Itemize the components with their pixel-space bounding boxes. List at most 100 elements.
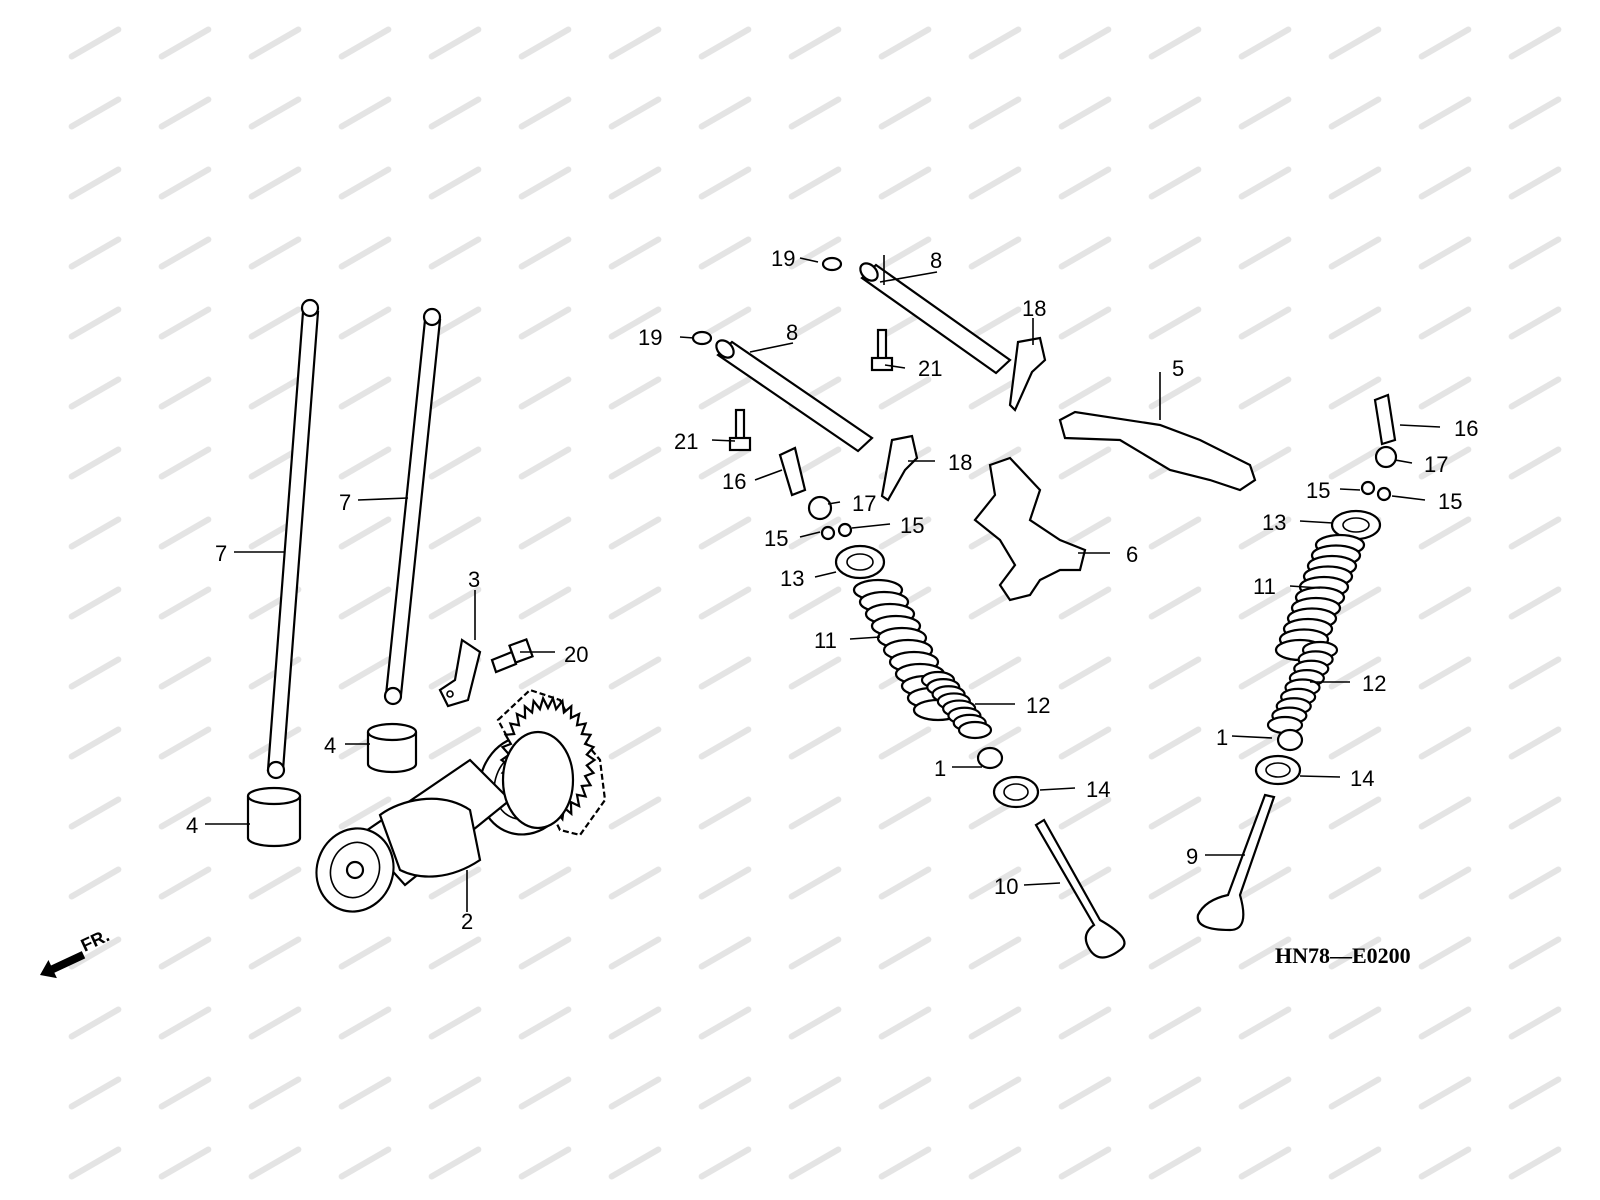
watermark-mark — [788, 26, 842, 60]
watermark-mark — [698, 96, 752, 130]
watermark-mark — [1418, 446, 1472, 480]
watermark-mark — [428, 726, 482, 760]
watermark-mark — [158, 376, 212, 410]
watermark-mark — [698, 866, 752, 900]
watermark-mark — [1328, 166, 1382, 200]
watermark-mark — [158, 446, 212, 480]
watermark-mark — [1238, 656, 1292, 690]
watermark-mark — [608, 26, 662, 60]
watermark-mark — [1148, 796, 1202, 830]
watermark-mark — [68, 26, 122, 60]
watermark-mark — [248, 26, 302, 60]
watermark-mark — [1238, 866, 1292, 900]
watermark-mark — [1418, 96, 1472, 130]
watermark-mark — [1058, 446, 1112, 480]
plate-18-lower — [880, 434, 919, 502]
watermark-mark — [1238, 166, 1292, 200]
watermark-mark — [698, 656, 752, 690]
callout-10: 10 — [994, 874, 1061, 899]
watermark-mark — [1508, 236, 1562, 270]
watermark-mark — [338, 1146, 392, 1180]
watermark-mark — [518, 1006, 572, 1040]
watermark-mark — [608, 236, 662, 270]
watermark-mark — [158, 1006, 212, 1040]
callout-15: 15 — [764, 526, 821, 551]
watermark-mark — [1418, 306, 1472, 340]
watermark-mark — [1148, 1006, 1202, 1040]
watermark-mark — [1328, 1076, 1382, 1110]
leader-line — [1039, 787, 1076, 791]
callout-12: 12 — [1310, 671, 1386, 696]
leader-line — [1299, 775, 1341, 778]
watermark-mark — [338, 236, 392, 270]
watermark-mark — [788, 1146, 842, 1180]
watermark-mark — [518, 26, 572, 60]
watermark-mark — [788, 586, 842, 620]
watermark-mark — [1418, 796, 1472, 830]
callout-number: 4 — [324, 733, 336, 758]
watermark-mark — [1148, 236, 1202, 270]
watermark-mark — [338, 586, 392, 620]
callout-number: 5 — [1172, 356, 1184, 381]
callout-number: 1 — [934, 756, 946, 781]
watermark-mark — [1238, 376, 1292, 410]
front-label: FR. — [78, 925, 113, 955]
watermark-mark — [248, 446, 302, 480]
watermark-mark — [788, 1076, 842, 1110]
callout-11: 11 — [814, 628, 881, 653]
watermark-mark — [1418, 656, 1472, 690]
watermark-mark — [68, 936, 122, 970]
callout-number: 3 — [468, 567, 480, 592]
valve-assembly-left — [778, 446, 1126, 959]
watermark-mark — [878, 1006, 932, 1040]
washer-19-lower — [691, 330, 713, 346]
callout-number: 21 — [674, 429, 698, 454]
callout-7: 7 — [339, 490, 409, 515]
watermark-mark — [968, 166, 1022, 200]
callout-15: 15 — [1391, 489, 1462, 514]
watermark-mark — [878, 376, 932, 410]
watermark-mark — [1508, 1006, 1562, 1040]
callout-16: 16 — [1399, 416, 1478, 441]
watermark-mark — [608, 96, 662, 130]
watermark-mark — [1238, 1006, 1292, 1040]
watermark-mark — [68, 516, 122, 550]
watermark-mark — [1058, 656, 1112, 690]
callout-2: 2 — [461, 870, 473, 934]
watermark-mark — [428, 1006, 482, 1040]
watermark-mark — [788, 656, 842, 690]
watermark-mark — [338, 446, 392, 480]
callout-number: 21 — [918, 356, 942, 381]
watermark-mark — [1058, 376, 1112, 410]
watermark-mark — [68, 446, 122, 480]
callout-number: 7 — [215, 541, 227, 566]
watermark-mark — [1238, 586, 1292, 620]
watermark-mark — [1238, 96, 1292, 130]
leader-line — [1391, 495, 1426, 501]
valve-spring — [920, 670, 993, 740]
callout-13: 13 — [780, 566, 837, 591]
watermark-mark — [608, 1146, 662, 1180]
watermark-mark — [1418, 1076, 1472, 1110]
leader-line — [1289, 585, 1321, 589]
callout-4: 4 — [324, 733, 370, 758]
watermark-mark — [1508, 166, 1562, 200]
watermark-mark — [878, 1076, 932, 1110]
callout-18: 18 — [1022, 296, 1046, 345]
watermark-mark — [1058, 1006, 1112, 1040]
watermark-mark — [1148, 166, 1202, 200]
watermark-mark — [338, 376, 392, 410]
callout-1: 1 — [934, 756, 982, 781]
watermark-mark — [698, 26, 752, 60]
watermark-mark — [518, 516, 572, 550]
watermark-mark — [1508, 446, 1562, 480]
watermark-mark — [518, 866, 572, 900]
callout-19: 19 — [638, 325, 695, 350]
leader-line — [754, 469, 783, 481]
leader-line — [357, 497, 409, 501]
leader-line — [679, 336, 695, 339]
watermark-mark — [1508, 306, 1562, 340]
callout-number: 10 — [994, 874, 1018, 899]
watermark-mark — [1418, 516, 1472, 550]
